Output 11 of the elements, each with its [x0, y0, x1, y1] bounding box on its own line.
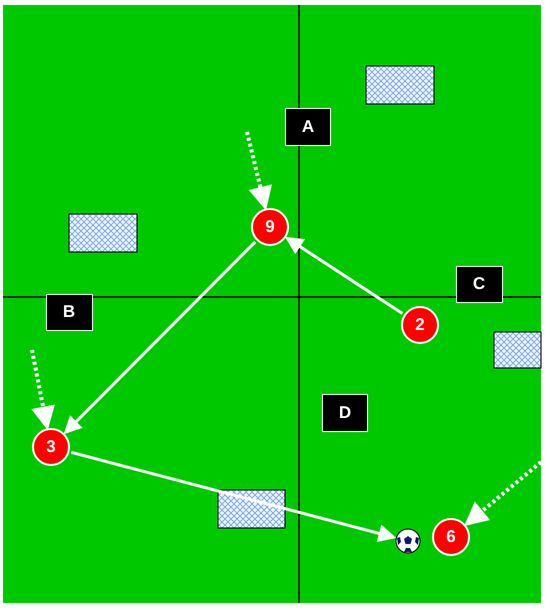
zone-label: C	[456, 266, 502, 302]
zone-label: A	[285, 108, 331, 146]
arrow	[64, 240, 256, 434]
run-arrow	[245, 132, 272, 210]
arrow	[285, 236, 404, 315]
arrow	[70, 450, 396, 542]
zone-label: D	[322, 394, 368, 432]
run-arrow	[464, 460, 542, 526]
zone-label: B	[46, 294, 92, 330]
run-arrow	[30, 350, 55, 430]
soccer-ball-icon	[395, 528, 421, 554]
